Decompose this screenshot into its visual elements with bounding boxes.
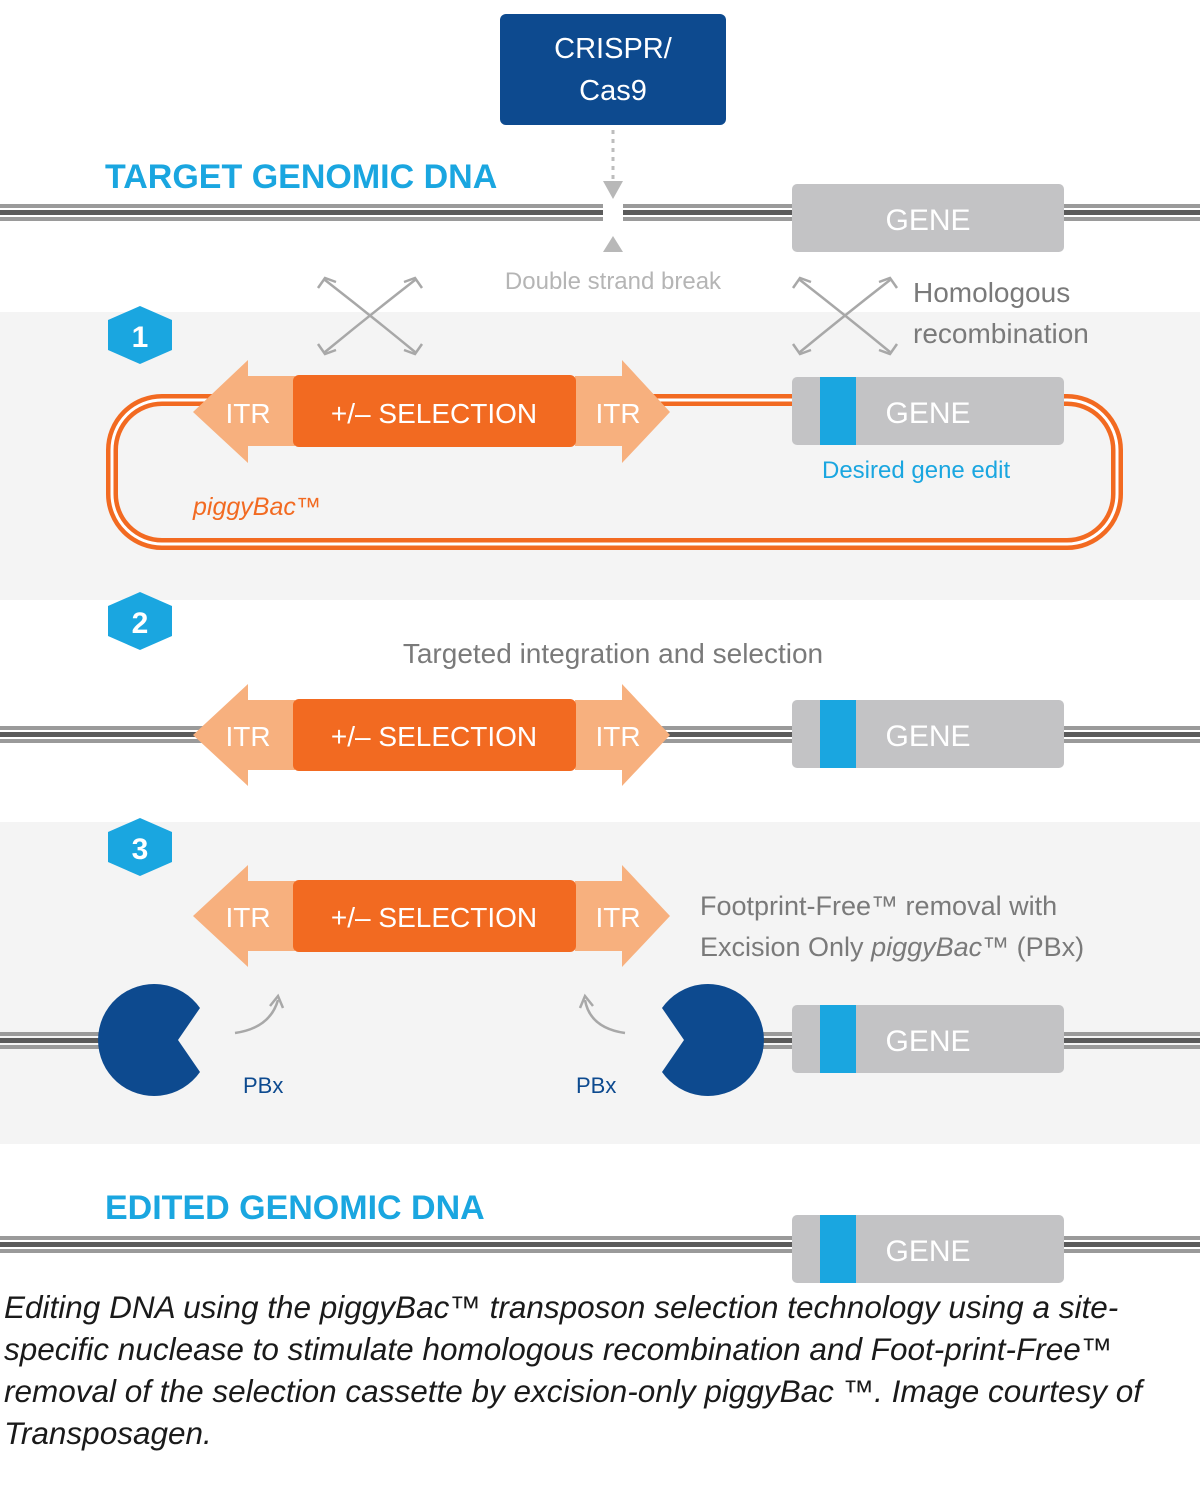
gene-edit-marker (820, 1215, 856, 1283)
edited-dna-strand (0, 1236, 1200, 1253)
edited-gene-box: GENE (792, 1215, 1064, 1283)
crispr-label: CRISPR/ (554, 33, 673, 65)
footprint-free-line1: Footprint-Free™ removal with (700, 891, 1057, 921)
excised-gene-box: GENE (792, 1005, 1064, 1073)
itr-left-label: ITR (225, 398, 270, 429)
footprint-free-line2: Excision Only piggyBac™ (PBx) (700, 932, 1084, 962)
selection-label: +/– SELECTION (331, 902, 537, 933)
gene-edit-marker (820, 377, 856, 445)
crossover-left-icon (316, 276, 424, 356)
pbx-label-right: PBx (576, 1073, 616, 1098)
piggybac-label: piggyBac™ (192, 493, 321, 521)
target-gene-box: GENE (792, 184, 1064, 252)
itr-right-arrow (575, 360, 670, 463)
gene-label: GENE (885, 1025, 970, 1058)
gene-label: GENE (885, 1235, 970, 1268)
gene-label: GENE (885, 397, 970, 430)
step-2-badge: 2 (108, 592, 172, 650)
itr-right-label: ITR (595, 902, 640, 933)
itr-left-arrow (193, 684, 295, 786)
step2-description: Targeted integration and selection (403, 638, 823, 669)
svg-text:3: 3 (132, 833, 149, 866)
cas9-label: Cas9 (579, 75, 647, 107)
crossover-right-icon (791, 276, 899, 356)
itr-right-arrow (575, 865, 670, 967)
selection-label: +/– SELECTION (331, 398, 537, 429)
curved-arrow-left-icon (234, 993, 285, 1035)
selection-box (293, 699, 576, 771)
break-arrow-bottom-icon (603, 236, 623, 252)
gene-label: GENE (885, 204, 970, 237)
step1-panel (0, 312, 1200, 600)
itr-left-label: ITR (225, 721, 270, 752)
gene-edit-marker (820, 1005, 856, 1073)
selection-box (293, 880, 576, 952)
itr-left-arrow (193, 360, 295, 463)
figure-caption: Editing DNA using the piggyBac™ transpos… (4, 1289, 1143, 1451)
itr-right-label: ITR (595, 398, 640, 429)
integrated-gene-box: GENE (792, 700, 1064, 768)
desired-gene-edit-label: Desired gene edit (822, 457, 1010, 484)
gene-edit-marker (820, 700, 856, 768)
step-3-badge: 3 (108, 818, 172, 876)
selection-label: +/– SELECTION (331, 721, 537, 752)
step3-panel (0, 822, 1200, 1144)
crispr-cas9-box: CRISPR/ Cas9 (500, 14, 726, 125)
homologous-label: Homologous (913, 277, 1070, 308)
selection-cassette-2: ITR +/– SELECTION ITR (193, 684, 670, 786)
gene-label: GENE (885, 720, 970, 753)
selection-cassette-3: ITR +/– SELECTION ITR (193, 865, 670, 967)
double-strand-break-label: Double strand break (505, 268, 722, 295)
recombination-label: recombination (913, 318, 1089, 349)
donor-gene-box: GENE (792, 377, 1064, 445)
step-1-badge: 1 (108, 306, 172, 364)
target-genomic-dna-heading: TARGET GENOMIC DNA (105, 158, 497, 196)
itr-right-arrow (575, 684, 670, 786)
selection-cassette-1: ITR +/– SELECTION ITR (193, 360, 670, 463)
itr-right-label: ITR (595, 721, 640, 752)
itr-left-label: ITR (225, 902, 270, 933)
pbx-label-left: PBx (243, 1073, 283, 1098)
pbx-enzyme-right-icon (662, 984, 764, 1097)
pbx-enzyme-left-icon (98, 984, 200, 1097)
itr-left-arrow (193, 865, 295, 967)
break-arrow-top-icon (603, 181, 623, 199)
curved-arrow-right-icon (578, 993, 626, 1035)
edited-genomic-dna-heading: EDITED GENOMIC DNA (105, 1189, 485, 1227)
selection-box (293, 375, 576, 447)
svg-text:2: 2 (132, 607, 149, 640)
svg-text:1: 1 (132, 321, 149, 354)
